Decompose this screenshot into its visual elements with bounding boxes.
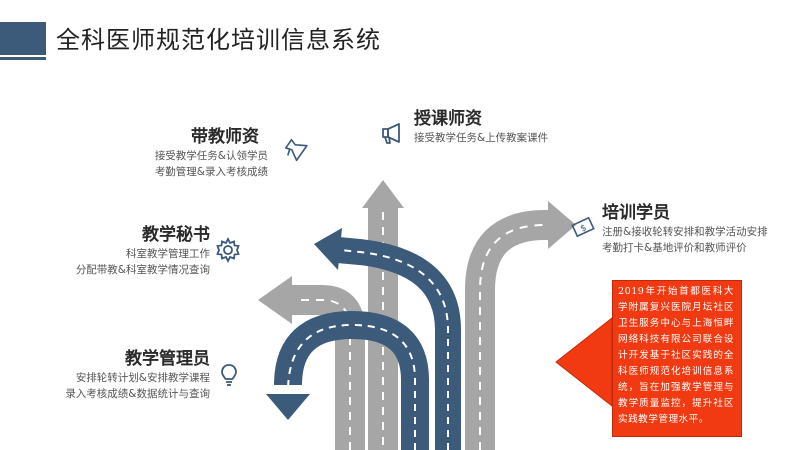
role-desc-trainee: 注册&接收轮转安排和教学活动安排 考勤打卡&基地评价和教师评价 bbox=[602, 224, 768, 256]
red-arrow-head bbox=[555, 316, 613, 408]
role-desc-line: 接受教学任务&上传教案课件 bbox=[414, 132, 549, 144]
gear-icon bbox=[216, 237, 240, 263]
role-desc-line: 分配带教&科室教学情况查询 bbox=[75, 264, 210, 276]
callout-text: 2019年开始首都医科大学附属复兴医院月坛社区卫生服务中心与上海恒畔网络科技有限… bbox=[618, 286, 734, 425]
role-desc-line: 安排轮转计划&安排教学课程 bbox=[75, 372, 210, 384]
role-desc-line: 科室教学管理工作 bbox=[126, 248, 210, 260]
megaphone-icon bbox=[382, 123, 400, 144]
role-title-lecturer: 授课师资 bbox=[414, 109, 482, 129]
role-title-admin: 教学管理员 bbox=[125, 349, 210, 369]
role-desc-line: 注册&接收轮转安排和教学活动安排 bbox=[602, 226, 768, 238]
header-accent-block bbox=[0, 22, 46, 55]
role-desc-line: 录入考核成绩&数据统计与查询 bbox=[65, 388, 210, 400]
role-desc-secretary: 科室教学管理工作 分配带教&科室教学情况查询 bbox=[76, 246, 210, 278]
role-desc-line: 考勤管理&录入考核成绩 bbox=[154, 166, 268, 178]
svg-text:$: $ bbox=[579, 223, 588, 234]
callout-box bbox=[612, 280, 742, 437]
header-accent-line bbox=[0, 57, 46, 60]
megaphone-icon bbox=[284, 138, 308, 162]
role-title-secretary: 教学秘书 bbox=[142, 225, 210, 245]
role-title-teacher: 带教师资 bbox=[191, 127, 259, 147]
navy-road-uturn-arrow bbox=[266, 310, 429, 450]
role-title-trainee: 培训学员 bbox=[602, 203, 670, 223]
lightbulb-icon bbox=[221, 364, 237, 386]
role-desc-line: 接受教学任务&认领学员 bbox=[154, 150, 268, 162]
role-desc-teacher: 接受教学任务&认领学员 考勤管理&录入考核成绩 bbox=[155, 148, 268, 180]
role-desc-line: 考勤打卡&基地评价和教师评价 bbox=[602, 242, 747, 254]
navy-road-upleft-arrow bbox=[314, 228, 461, 450]
role-desc-lecturer: 接受教学任务&上传教案课件 bbox=[414, 130, 548, 146]
page-title: 全科医师规范化培训信息系统 bbox=[56, 26, 381, 54]
gray-road-right-arrow bbox=[465, 201, 576, 450]
role-desc-admin: 安排轮转计划&安排教学课程 录入考核成绩&数据统计与查询 bbox=[65, 370, 210, 402]
money-icon: $ bbox=[571, 216, 595, 238]
